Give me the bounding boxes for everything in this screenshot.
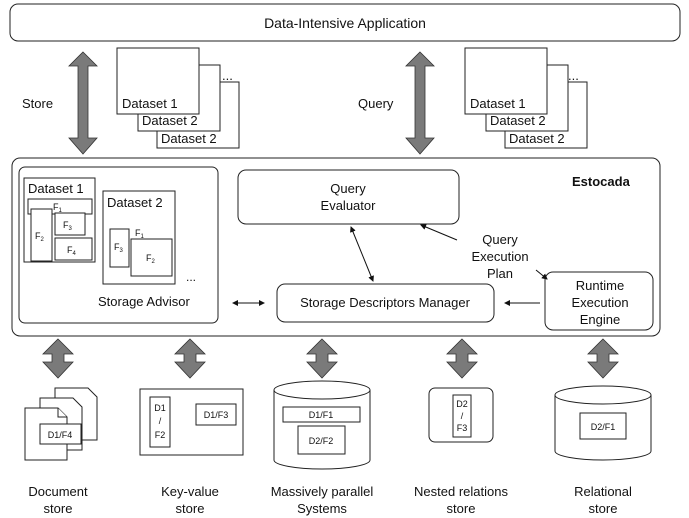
store-arrow	[68, 51, 98, 155]
dataset-card	[116, 47, 200, 115]
storage-advisor-label: Storage Advisor	[98, 294, 190, 309]
fragment-f3	[54, 212, 86, 236]
cylinder-top	[273, 380, 371, 400]
query-execution-plan-line3: Plan	[487, 266, 513, 281]
cylinder-top	[554, 385, 652, 405]
dataset-label: Dataset 1	[470, 96, 526, 111]
ellipsis: ...	[222, 68, 233, 83]
dataset-label: Dataset 1	[122, 96, 178, 111]
store-label: Store	[22, 96, 53, 111]
relational-store-label-line1: Relational	[574, 484, 632, 499]
fragment-f2	[130, 238, 173, 277]
relational-fragment	[579, 412, 627, 440]
document-fragment-label: D1/F4	[48, 430, 73, 440]
fragment-f4	[54, 237, 93, 261]
keyvalue-fragment-right	[195, 403, 237, 426]
query-execution-plan-line1: Query	[482, 232, 518, 247]
query-evaluator-box	[237, 169, 460, 225]
runtime-engine-box	[544, 271, 654, 331]
nested-store-arrow	[446, 338, 478, 379]
nested-fragment	[452, 394, 472, 438]
keyvalue-frag-left-line3: F2	[155, 430, 166, 440]
dataset-label: Dataset 2	[490, 113, 546, 128]
evaluator-manager-connector	[350, 226, 374, 282]
nested-store-icon: D2 / F3	[428, 387, 494, 443]
fragment-f2	[30, 208, 53, 262]
parallel-fragment-top	[282, 406, 361, 423]
keyvalue-frag-right-label: D1/F3	[204, 410, 229, 420]
nested-store-label-line2: store	[447, 501, 476, 516]
keyvalue-store-label-line1: Key-value	[161, 484, 219, 499]
dataset-stack-right: Dataset 1 Dataset 2 Dataset 2 ...	[464, 47, 588, 149]
plan-to-evaluator-arrow	[420, 224, 458, 241]
document-store-label-line1: Document	[28, 484, 88, 499]
parallel-fragment-bottom	[297, 425, 346, 455]
storage-descriptors-manager-box	[276, 283, 495, 323]
dataset-card	[464, 47, 548, 115]
runtime-engine-line2: Execution	[571, 295, 628, 310]
nested-frag-line3: F3	[457, 423, 468, 433]
keyvalue-frag-left-line2: /	[159, 416, 162, 426]
nested-frag-line1: D2	[456, 399, 468, 409]
fragment-f2-label: F2	[146, 253, 156, 265]
relational-store-icon: D2/F1	[554, 385, 652, 461]
ellipsis: ...	[568, 68, 579, 83]
parallel-systems-label-line1: Massively parallel	[271, 484, 374, 499]
query-evaluator-label-line1: Query	[330, 181, 366, 196]
keyvalue-frag-left-line1: D1	[154, 403, 166, 413]
fragment-f2-label: F2	[35, 231, 45, 243]
keyvalue-store-arrow	[174, 338, 206, 379]
keyvalue-store-label-line2: store	[176, 501, 205, 516]
fragment-f1-label: F1	[135, 228, 145, 240]
application-title: Data-Intensive Application	[264, 15, 426, 31]
document-store-label-line2: store	[44, 501, 73, 516]
query-arrow	[405, 51, 435, 155]
fragment-f4-label: F4	[67, 245, 77, 257]
fragment-f3	[109, 228, 130, 268]
dataset-label: Dataset 2	[142, 113, 198, 128]
nested-frag-line2: /	[461, 411, 464, 421]
query-execution-plan-line2: Execution	[471, 249, 528, 264]
parallel-frag-bottom-label: D2/F2	[309, 436, 334, 446]
parallel-systems-label-line2: Systems	[297, 501, 347, 516]
advisor-dataset-2: Dataset 2 F1 F3 F2 ...	[102, 190, 196, 285]
dataset-label: Dataset 2	[161, 131, 217, 146]
dataset-1-title: Dataset 1	[28, 181, 84, 196]
ellipsis: ...	[186, 270, 196, 284]
fragment-f3-label: F3	[63, 220, 73, 232]
relational-store-label-line2: store	[589, 501, 618, 516]
parallel-systems-icon: D1/F1 D2/F2	[273, 380, 371, 470]
dataset-label: Dataset 2	[509, 131, 565, 146]
estocada-label: Estocada	[572, 174, 631, 189]
query-evaluator-label-line2: Evaluator	[321, 198, 377, 213]
keyvalue-store-icon: D1 / F2 D1/F3	[139, 388, 244, 456]
parallel-frag-top-label: D1/F1	[309, 410, 334, 420]
runtime-engine-line3: Engine	[580, 312, 620, 327]
relational-store-arrow	[587, 338, 619, 379]
nested-store-label-line1: Nested relations	[414, 484, 508, 499]
storage-descriptors-manager-label: Storage Descriptors Manager	[300, 295, 470, 310]
document-fold	[57, 408, 67, 418]
document-store-arrow	[42, 338, 74, 379]
relational-frag-label: D2/F1	[591, 422, 616, 432]
application-box	[9, 3, 681, 42]
fragment-f3-label: F3	[114, 242, 124, 254]
dataset-stack-left: Dataset 1 Dataset 2 Dataset 2 ...	[116, 47, 240, 149]
fragment-f1-label: F1	[53, 202, 63, 214]
document-fragment	[39, 423, 82, 445]
parallel-systems-arrow	[306, 338, 338, 379]
query-label: Query	[358, 96, 394, 111]
dataset-2-title: Dataset 2	[107, 195, 163, 210]
plan-to-engine-arrow	[535, 269, 548, 280]
advisor-dataset-1: Dataset 1 F1 F2 F3 F4	[23, 177, 96, 263]
keyvalue-fragment-left	[149, 396, 171, 448]
runtime-engine-line1: Runtime	[576, 278, 624, 293]
document-store-icon: D1/F4	[24, 387, 98, 461]
